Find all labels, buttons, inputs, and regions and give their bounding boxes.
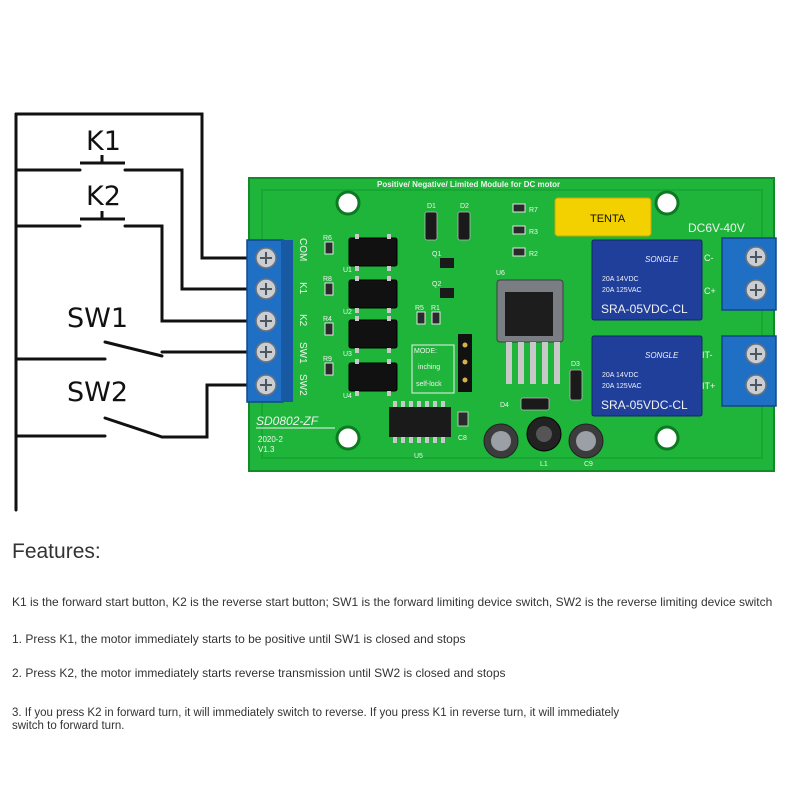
r1-label: R1 <box>431 305 440 312</box>
model-label: SD0802-ZF <box>256 414 319 428</box>
relay-1-rating-2: 20A 125VAC <box>602 287 642 294</box>
relay-2-rating-2: 20A 125VAC <box>602 383 642 390</box>
pcb-board: Positive/ Negative/ Limited Module for D… <box>246 177 777 472</box>
k2-button-symbol <box>80 211 125 221</box>
u3-label: U3 <box>343 351 352 358</box>
external-wiring <box>14 112 258 512</box>
input-terminal-block <box>246 239 293 403</box>
out-label-c-plus: C+ <box>704 286 716 296</box>
feature-item-2: 2. Press K2, the motor immediately start… <box>12 666 506 680</box>
r9-label: R9 <box>323 356 332 363</box>
u1-label: U1 <box>343 267 352 274</box>
r4-label: R4 <box>323 316 332 323</box>
relay-1-rating-1: 20A 14VDC <box>602 276 639 283</box>
transistors <box>440 258 454 298</box>
u5-label: U5 <box>414 453 423 460</box>
d4-label: D4 <box>500 402 509 409</box>
r6-label: R6 <box>323 235 332 242</box>
d3-label: D3 <box>571 361 580 368</box>
mode-inching: inching <box>418 364 440 371</box>
date-label: 2020-2 <box>258 435 283 444</box>
board-header: Positive/ Negative/ Limited Module for D… <box>377 180 560 189</box>
terminal-k2: K2 <box>297 314 308 327</box>
r7-label: R7 <box>529 207 538 214</box>
relay-1-brand: SONGLE <box>645 255 679 264</box>
terminal-sw1: SW1 <box>297 342 308 364</box>
terminal-com: COM <box>297 238 308 261</box>
optocouplers <box>348 237 398 392</box>
mode-label: MODE: <box>414 348 437 355</box>
version-label: V1.3 <box>258 445 275 454</box>
u6-label: U6 <box>496 270 505 277</box>
mode-jumper <box>411 334 472 394</box>
relay-2-model: SRA-05VDC-CL <box>601 398 688 412</box>
r5-label: R5 <box>415 305 424 312</box>
relay-1 <box>591 239 703 321</box>
k1-button-symbol <box>80 155 125 165</box>
mounting-holes <box>335 190 680 451</box>
l1-label: L1 <box>540 461 548 468</box>
r3-label: R3 <box>529 229 538 236</box>
wiring-diagram: K1 K2 SW1 SW2 Positive/ Negative/ Limite… <box>14 112 777 512</box>
relay-2-brand: SONGLE <box>645 351 679 360</box>
features-description: K1 is the forward start button, K2 is th… <box>12 595 773 609</box>
out-label-c-minus: C- <box>704 253 714 263</box>
diodes <box>424 211 583 411</box>
relay-2-rating-1: 20A 14VDC <box>602 372 639 379</box>
u2-label: U2 <box>343 309 352 316</box>
relay-1-model: SRA-05VDC-CL <box>601 302 688 316</box>
mode-self-lock: self-lock <box>416 381 442 388</box>
electrolytic-capacitors <box>483 423 604 459</box>
terminal-k1: K1 <box>297 282 308 295</box>
terminal-sw2: SW2 <box>297 374 308 396</box>
sw1-label: SW1 <box>67 303 128 334</box>
out-label-it-plus: IT+ <box>702 381 715 391</box>
feature-item-1: 1. Press K1, the motor immediately start… <box>12 632 466 646</box>
d2-label: D2 <box>460 203 469 210</box>
ic-u5 <box>389 401 451 443</box>
film-capacitor: TENTA <box>554 197 652 237</box>
output-terminal-block-1 <box>721 237 777 311</box>
relay-2 <box>591 335 703 417</box>
resistors <box>324 203 526 376</box>
k2-label: K2 <box>86 181 121 212</box>
u4-label: U4 <box>343 393 352 400</box>
voltage-label: DC6V-40V <box>688 221 745 235</box>
feature-item-3: 3. If you press K2 in forward turn, it w… <box>12 707 620 732</box>
q2-label: Q2 <box>432 281 441 288</box>
output-terminal-block-2 <box>721 335 777 407</box>
regulator-u6 <box>496 279 564 384</box>
capacitor-brand: TENTA <box>590 213 626 225</box>
k1-label: K1 <box>86 126 121 157</box>
out-label-it-minus: IT- <box>702 350 713 360</box>
sw2-label: SW2 <box>67 377 128 408</box>
c9-label: C9 <box>584 461 593 468</box>
q1-label: Q1 <box>432 251 441 258</box>
r8-label: R8 <box>323 276 332 283</box>
r2-label: R2 <box>529 251 538 258</box>
inductor-l1 <box>526 416 562 452</box>
d1-label: D1 <box>427 203 436 210</box>
features-title: Features: <box>12 540 101 563</box>
c8-label: C8 <box>458 435 467 442</box>
